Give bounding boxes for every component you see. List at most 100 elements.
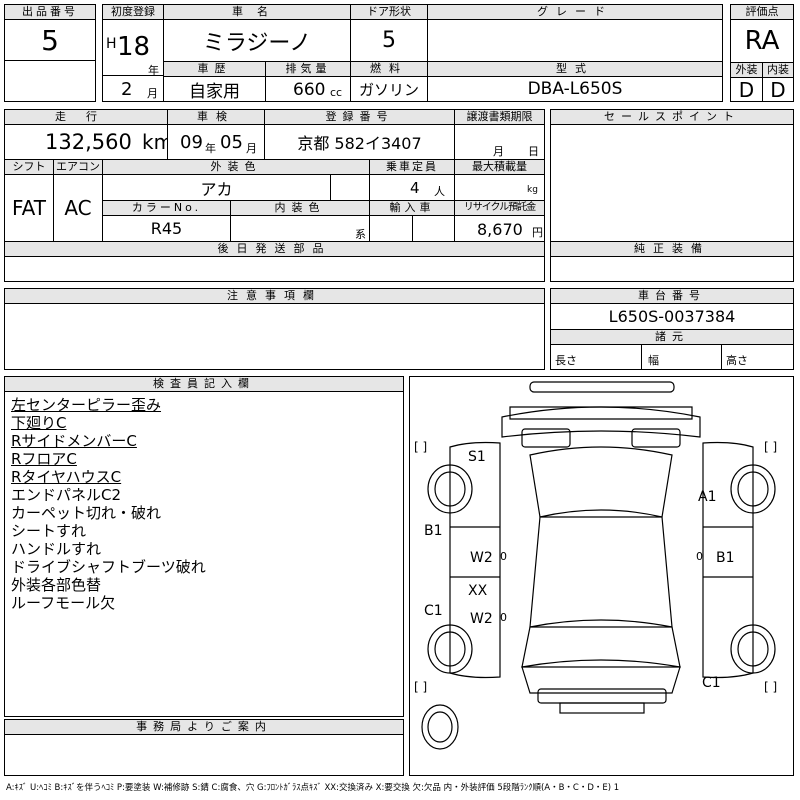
mark-zero-b: 0 <box>696 550 703 563</box>
year-value: 18 <box>117 32 151 62</box>
mark-w2-b: W2 <box>470 611 493 627</box>
door-value: 5 <box>350 19 428 62</box>
bracket-left-bottom: [ ] <box>414 680 427 694</box>
chassis-label: 車台番号 <box>550 288 794 304</box>
mark-w2-a: W2 <box>470 550 493 566</box>
wheel-front-right-shape <box>730 464 776 514</box>
wheel-front-left-inner <box>434 471 466 507</box>
exterior-label: 外装 <box>730 62 763 78</box>
bracket-left-top: [ ] <box>414 440 427 454</box>
first-reg-label: 初度登録 <box>102 4 164 20</box>
lot-no-value: 5 <box>4 19 96 61</box>
notes-label: 注意事項欄 <box>4 288 545 304</box>
inspector-note-line: RサイドメンバーC <box>11 432 137 450</box>
score-value: RA <box>730 19 794 63</box>
inspector-note-line: エンドパネルC2 <box>11 486 122 504</box>
max-load-cell: kg <box>454 174 545 201</box>
mark-zero-c: 0 <box>500 611 507 624</box>
car-diagram: [ ] [ ] [ ] [ ] S1 A1 B1 B1 W2 0 0 XX W2… <box>409 376 794 776</box>
capacity-value: 4 <box>410 179 420 197</box>
month-unit: 月 <box>147 87 158 100</box>
first-reg-year-cell: H 18 年 <box>102 19 164 76</box>
model-value: DBA-L650S <box>427 76 723 102</box>
sales-points-label: セールスポイント <box>550 109 794 125</box>
spare-tire-inner <box>427 711 453 743</box>
grade-value <box>427 19 723 62</box>
inspection-cell: 09 年 05 月 <box>167 124 265 160</box>
ac-value: AC <box>53 174 103 242</box>
windshield-shape <box>529 446 673 518</box>
mark-s1: S1 <box>468 449 486 465</box>
interior-label: 内装 <box>762 62 794 78</box>
transfer-day-unit: 日 <box>528 145 539 158</box>
wheel-front-left-shape <box>427 464 473 514</box>
inspector-note-line: ハンドルすれ <box>11 540 102 558</box>
wheel-rear-left-shape <box>427 624 473 674</box>
ext-color-label: 外装色 <box>102 159 370 175</box>
inspector-note-line: 下廻りC <box>11 414 67 432</box>
first-reg-month-cell: 2 月 <box>102 75 164 102</box>
shift-label: シフト <box>4 159 54 175</box>
later-parts-label: 後日発送部品 <box>4 241 545 257</box>
exterior-value: D <box>730 77 763 102</box>
car-name-value: ミラジーノ <box>163 19 351 62</box>
color-no-label: カラーNo. <box>102 200 231 216</box>
mark-c1-left: C1 <box>424 603 443 619</box>
height-cell: 高さ <box>721 344 794 370</box>
specs-label: 諸元 <box>550 329 794 345</box>
transfer-month-unit: 月 <box>493 145 504 158</box>
sales-points-area <box>550 124 794 242</box>
inspection-month: 05 <box>220 132 243 153</box>
fuel-value: ガソリン <box>350 76 428 102</box>
recycle-unit: 円 <box>532 226 543 239</box>
later-parts-area <box>4 256 545 282</box>
inspector-note-line: ドライブシャフトブーツ破れ <box>11 558 206 576</box>
mark-c1-right: C1 <box>702 675 721 691</box>
import-cell-a <box>369 215 413 242</box>
displacement-value: 660 <box>293 80 326 100</box>
mark-b1-right: B1 <box>716 550 735 566</box>
history-label: 車歴 <box>163 61 266 77</box>
length-label: 長さ <box>555 354 577 367</box>
recycle-cell: 8,670 円 <box>454 215 545 242</box>
color-no-value: R45 <box>102 215 231 242</box>
office-area <box>4 734 404 776</box>
mileage-value: 132,560 <box>45 130 132 154</box>
model-label: 型式 <box>427 61 723 77</box>
lot-no-blank <box>4 60 96 102</box>
capacity-cell: 4 人 <box>369 174 455 201</box>
displacement-unit: cc <box>330 86 343 99</box>
inspector-note-line: シートすれ <box>11 522 87 540</box>
displacement-label: 排気量 <box>265 61 351 77</box>
grade-label: グレード <box>427 4 723 20</box>
bracket-right-bottom: [ ] <box>764 680 777 694</box>
bracket-right-top: [ ] <box>764 440 777 454</box>
wheel-rear-right-inner <box>737 631 769 667</box>
wheel-rear-right-shape <box>730 624 776 674</box>
length-cell: 長さ <box>550 344 642 370</box>
left-side-body-shape <box>449 441 501 679</box>
car-diagram-svg: [ ] [ ] [ ] [ ] <box>414 381 777 750</box>
ext-color-blank <box>330 174 370 201</box>
legend-text: A:ｷｽﾞ U:ﾍｺﾐ B:ｷｽﾞを伴うﾍｺﾐ P:要塗装 W:補修跡 S:錆 … <box>6 783 620 793</box>
era-value: H <box>106 36 117 52</box>
inspector-note-line: RフロアC <box>11 450 77 468</box>
mark-a1: A1 <box>698 489 717 505</box>
inspection-label: 車検 <box>167 109 265 125</box>
mark-xx: XX <box>468 583 488 599</box>
shift-value: FAT <box>4 174 54 242</box>
mark-b1-left: B1 <box>424 523 443 539</box>
inspector-note-line: RタイヤハウスC <box>11 468 122 486</box>
height-label: 高さ <box>726 354 748 367</box>
width-cell: 幅 <box>641 344 722 370</box>
displacement-cell: 660 cc <box>265 76 351 102</box>
car-name-label: 車名 <box>163 4 351 20</box>
capacity-label: 乗車定員 <box>369 159 455 175</box>
max-load-unit: kg <box>527 185 538 195</box>
inspection-month-unit: 月 <box>246 142 257 155</box>
inspection-year-unit: 年 <box>205 142 216 155</box>
rear-plate-shape <box>559 702 645 714</box>
roof-panel-shape <box>529 516 673 628</box>
import-cell-b <box>412 215 455 242</box>
